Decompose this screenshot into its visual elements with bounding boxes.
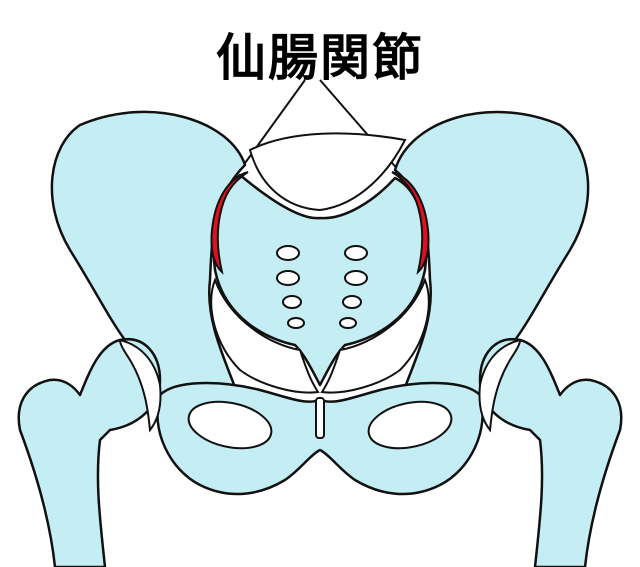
- sacral-foramen: [342, 295, 362, 309]
- sacral-foramen: [276, 245, 300, 261]
- sacral-foramen: [276, 270, 300, 286]
- left-sacroiliac-joint: [210, 171, 249, 275]
- sacrum: [212, 173, 428, 387]
- left-hip-joint: [118, 338, 162, 433]
- sacral-foramen: [282, 295, 302, 309]
- sacral-foramen: [339, 317, 357, 329]
- left-sciatic-notch: [210, 277, 320, 394]
- sacral-foramen: [287, 317, 305, 329]
- right-obturator-foramen: [367, 400, 453, 450]
- sacral-foramen: [344, 270, 368, 286]
- left-obturator-foramen: [187, 400, 273, 450]
- sacral-base: [248, 132, 407, 212]
- sacral-foramen: [344, 245, 368, 261]
- sacroiliac-joint-label: 仙腸関節: [216, 29, 424, 87]
- right-hip-joint: [478, 338, 522, 433]
- pubic-symphysis: [315, 397, 325, 439]
- right-sacroiliac-joint: [391, 171, 430, 275]
- right-sciatic-notch: [320, 277, 430, 394]
